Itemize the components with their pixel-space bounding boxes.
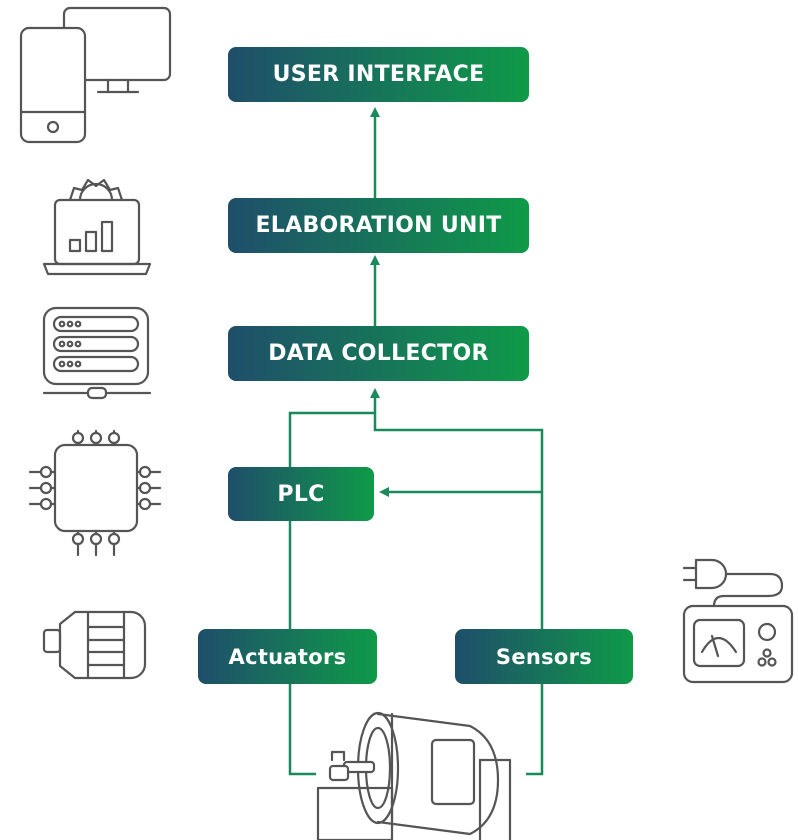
edge-sensors-to-collector — [370, 388, 544, 629]
node-data-collector: DATA COLLECTOR — [228, 326, 529, 381]
node-actuators: Actuators — [198, 629, 377, 684]
industrial-machine-icon — [316, 711, 512, 840]
server-icon — [42, 306, 152, 400]
node-user-interface: USER INTERFACE — [228, 47, 529, 102]
edge-plc-to-collector — [288, 411, 375, 467]
laptop-analytics-icon — [42, 178, 152, 276]
microchip-icon — [28, 429, 162, 557]
edge-sensors-to-machine — [526, 684, 544, 776]
node-plc: PLC — [228, 467, 374, 521]
node-sensors: Sensors — [455, 629, 633, 684]
node-elaboration-unit: ELABORATION UNIT — [228, 198, 529, 253]
devices-icon — [19, 6, 172, 144]
edge-actuators-to-machine — [288, 684, 316, 776]
motor-icon — [42, 610, 147, 680]
connectors — [288, 107, 544, 776]
measuring-instrument-icon — [682, 558, 794, 684]
